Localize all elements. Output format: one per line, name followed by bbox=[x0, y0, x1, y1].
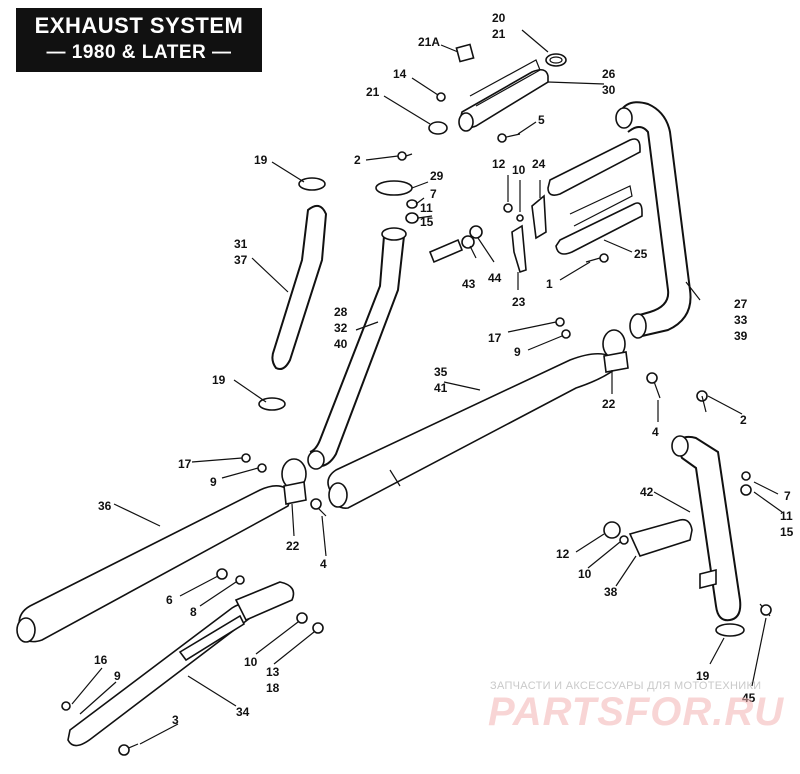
label-19-c: 19 bbox=[696, 669, 710, 683]
label-25: 25 bbox=[634, 247, 648, 261]
label-15-b: 15 bbox=[780, 525, 794, 539]
label-30: 30 bbox=[602, 83, 616, 97]
label-21a: 21A bbox=[418, 35, 440, 49]
label-19-b: 19 bbox=[212, 373, 226, 387]
label-10: 10 bbox=[512, 163, 526, 177]
label-7-b: 7 bbox=[784, 489, 791, 503]
label-39: 39 bbox=[734, 329, 748, 343]
label-18: 18 bbox=[266, 681, 280, 695]
label-45: 45 bbox=[742, 691, 756, 705]
label-15: 15 bbox=[420, 215, 434, 229]
crossover-pipe bbox=[547, 138, 643, 255]
label-19: 19 bbox=[254, 153, 268, 167]
side-pipe-42 bbox=[671, 435, 742, 622]
hose-clamp-top bbox=[545, 53, 567, 67]
watermark-logo: PARTSFOR.RU bbox=[488, 690, 785, 734]
front-header-pipe bbox=[615, 101, 692, 339]
label-22-b: 22 bbox=[286, 539, 300, 553]
label-9-c: 9 bbox=[114, 669, 121, 683]
label-5: 5 bbox=[538, 113, 545, 127]
label-22: 22 bbox=[602, 397, 616, 411]
label-20: 20 bbox=[492, 11, 506, 25]
muffler-clamp-left bbox=[281, 458, 307, 505]
part-labels: 20 21 21A 14 26 30 21 5 2 19 29 12 10 24… bbox=[94, 11, 794, 727]
label-34: 34 bbox=[236, 705, 250, 719]
label-24: 24 bbox=[532, 157, 546, 171]
label-32: 32 bbox=[334, 321, 348, 335]
title-box: EXHAUST SYSTEM — 1980 & LATER — bbox=[16, 8, 262, 72]
label-21-b: 21 bbox=[366, 85, 380, 99]
label-6: 6 bbox=[166, 593, 173, 607]
label-3: 3 bbox=[172, 713, 179, 727]
label-4: 4 bbox=[652, 425, 659, 439]
label-13: 13 bbox=[266, 665, 280, 679]
left-muffler bbox=[16, 485, 293, 643]
heat-shield-upper bbox=[458, 59, 549, 132]
title-line-2: — 1980 & LATER — bbox=[46, 42, 232, 63]
label-14: 14 bbox=[393, 67, 407, 81]
heat-shield-31 bbox=[271, 204, 328, 370]
label-37: 37 bbox=[234, 253, 248, 267]
label-38: 38 bbox=[604, 585, 618, 599]
label-33: 33 bbox=[734, 313, 748, 327]
label-16: 16 bbox=[94, 653, 108, 667]
label-11-b: 11 bbox=[780, 509, 793, 523]
label-31: 31 bbox=[234, 237, 248, 251]
label-4-b: 4 bbox=[320, 557, 327, 571]
label-12-b: 12 bbox=[556, 547, 570, 561]
watermark-tagline: ЗАПЧАСТИ И АКСЕССУАРЫ ДЛЯ МОТОТЕХНИКИ bbox=[490, 680, 762, 692]
label-21: 21 bbox=[492, 27, 506, 41]
label-42: 42 bbox=[640, 485, 654, 499]
label-43: 43 bbox=[462, 277, 476, 291]
right-muffler bbox=[327, 352, 615, 509]
title-line-1: EXHAUST SYSTEM bbox=[34, 13, 244, 38]
label-27: 27 bbox=[734, 297, 748, 311]
label-17-b: 17 bbox=[178, 457, 192, 471]
label-17: 17 bbox=[488, 331, 502, 345]
label-29: 29 bbox=[430, 169, 444, 183]
label-44: 44 bbox=[488, 271, 502, 285]
leader-lines bbox=[71, 29, 783, 745]
label-9-b: 9 bbox=[210, 475, 217, 489]
label-40: 40 bbox=[334, 337, 348, 351]
label-2-b: 2 bbox=[740, 413, 747, 427]
label-28: 28 bbox=[334, 305, 348, 319]
rear-header-pipe bbox=[307, 227, 464, 470]
label-36: 36 bbox=[98, 499, 112, 513]
label-7: 7 bbox=[430, 187, 437, 201]
label-11: 11 bbox=[420, 201, 433, 215]
label-23: 23 bbox=[512, 295, 526, 309]
label-26: 26 bbox=[602, 67, 616, 81]
mounting-bracket-34 bbox=[67, 581, 295, 747]
label-1: 1 bbox=[546, 277, 553, 291]
label-9: 9 bbox=[514, 345, 521, 359]
label-12: 12 bbox=[492, 157, 506, 171]
label-41: 41 bbox=[434, 381, 448, 395]
label-10-b: 10 bbox=[578, 567, 592, 581]
label-2: 2 bbox=[354, 153, 361, 167]
label-35: 35 bbox=[434, 365, 448, 379]
label-8: 8 bbox=[190, 605, 197, 619]
label-10-c: 10 bbox=[244, 655, 258, 669]
muffler-clamp-right bbox=[602, 329, 629, 373]
